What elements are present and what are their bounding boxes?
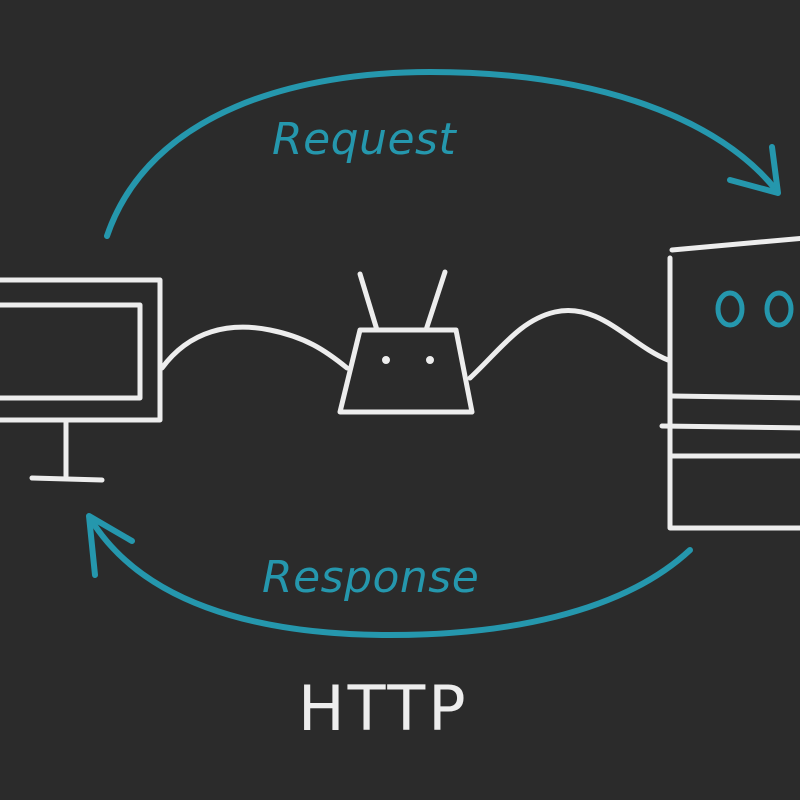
router-icon (337, 269, 475, 415)
server-indicator-lights (715, 290, 794, 328)
response-arrow (86, 513, 693, 638)
network-cables (159, 308, 671, 381)
desktop-monitor-icon (0, 277, 163, 483)
server-tower-icon (659, 235, 800, 531)
http-title: HTTP (298, 672, 469, 745)
request-arrow (104, 69, 781, 239)
response-label: Response (262, 552, 480, 603)
request-label: Request (272, 114, 457, 165)
